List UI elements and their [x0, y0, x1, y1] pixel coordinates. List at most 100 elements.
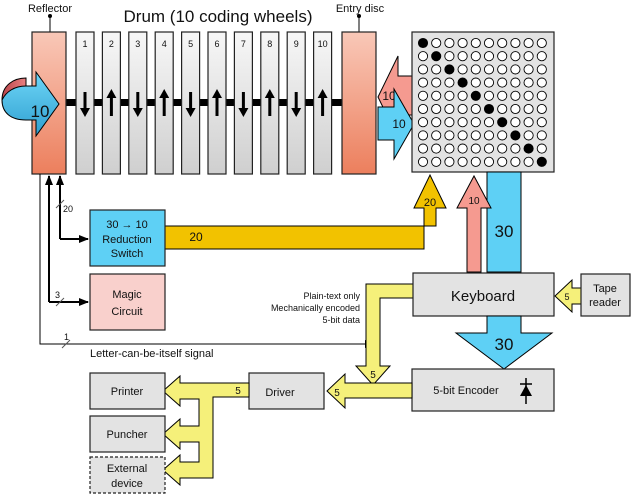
lamp [536, 143, 547, 154]
drum-title: Drum (10 coding wheels) [124, 7, 313, 26]
lamp [444, 143, 455, 154]
lamp [483, 130, 495, 141]
coding-wheel: 3 [128, 31, 148, 175]
lamp [444, 117, 455, 128]
lamp [536, 51, 547, 62]
tape-reader [580, 273, 631, 317]
lamp [536, 103, 547, 115]
lamp [431, 77, 442, 88]
lamp [497, 37, 508, 49]
external-device [89, 456, 166, 494]
lamp [417, 51, 429, 62]
entry-disc-pin-top [357, 14, 361, 18]
keyboard [412, 272, 555, 317]
reduction-switch-line1: 30 → 10 [106, 219, 148, 231]
lamp [497, 90, 508, 101]
tape-to-keyboard-width: 5 [564, 292, 569, 302]
lamp-lit [523, 143, 534, 154]
keyboard-to-encoder-width: 30 [495, 335, 514, 354]
bus-slash-20 [55, 199, 65, 209]
arrow-down-icon [238, 92, 249, 117]
tape-reader-line1: Tape [593, 283, 617, 295]
lamp [444, 103, 455, 115]
lamp [510, 77, 521, 88]
arrow-down-icon [80, 92, 90, 117]
lamp [431, 117, 442, 128]
lamp [483, 51, 495, 62]
reduction-out-width: 20 [189, 230, 203, 244]
keyboard-label: Keyboard [451, 288, 515, 305]
lamp [470, 77, 481, 88]
lamp [483, 117, 495, 128]
lamp [444, 51, 455, 62]
coding-wheel: 8 [260, 31, 280, 175]
reflector-loop-width: 10 [31, 102, 50, 121]
lamp [457, 103, 468, 115]
coding-wheel: 9 [286, 31, 306, 175]
entry-out-arrow [377, 87, 415, 161]
arrow-down-icon [185, 92, 196, 117]
wheel-number: 10 [318, 39, 328, 49]
wheel-number: 5 [188, 39, 193, 49]
lamp-lit [457, 77, 468, 88]
wheel-number: 1 [82, 39, 87, 49]
lamp [457, 90, 468, 101]
diode-icon [520, 378, 532, 404]
entry-out-width: 10 [392, 117, 406, 131]
arrow-down-icon [291, 92, 302, 117]
lamp [523, 103, 534, 115]
magic-circuit-line1: Magic [112, 289, 142, 301]
lamp [523, 77, 534, 88]
lamp [497, 156, 508, 167]
reflector-label: Reflector [28, 3, 72, 15]
lamp [457, 51, 468, 62]
lamp [444, 90, 455, 101]
lamp [536, 117, 547, 128]
lamp [431, 103, 442, 115]
lamp-lit [510, 130, 521, 141]
lamp [483, 37, 495, 49]
reduction-bus-width: 20 [63, 204, 73, 214]
entry-disc [341, 31, 377, 175]
encoder-to-driver-width: 5 [334, 388, 340, 399]
tape-reader-line2: reader [589, 297, 621, 309]
lamp [417, 77, 429, 88]
lamp [536, 130, 547, 141]
lamp [431, 64, 442, 75]
entry-disc-label: Entry disc [336, 3, 385, 15]
lamp [497, 64, 508, 75]
magic-bus-width: 3 [55, 290, 60, 300]
reduction-switch [89, 209, 166, 267]
lamp [510, 117, 521, 128]
lamp [470, 37, 481, 49]
lamp [483, 156, 495, 167]
lamp [417, 90, 429, 101]
arrow-up-icon [264, 89, 275, 116]
lamp-lit [497, 117, 508, 128]
lamp [483, 77, 495, 88]
lamp [510, 64, 521, 75]
lamp [444, 156, 455, 167]
plaintext-note-line2: Mechanically encoded [271, 303, 360, 313]
coding-wheel: 6 [207, 31, 227, 175]
coding-wheel: 5 [181, 31, 201, 175]
lamp [470, 130, 481, 141]
lamp [470, 156, 481, 167]
lamp [431, 90, 442, 101]
bus-slash-1 [61, 339, 71, 349]
lamp [483, 143, 495, 154]
lamp [417, 143, 429, 154]
reduction-to-grid-width: 20 [424, 197, 436, 209]
lamp [444, 130, 455, 141]
wheel-number: 4 [162, 39, 167, 49]
lamp [457, 130, 468, 141]
coding-wheel: 10 [313, 31, 333, 175]
lamp [510, 90, 521, 101]
lamp [470, 117, 481, 128]
wheel-number: 7 [241, 39, 246, 49]
printer-label: Printer [111, 386, 144, 398]
driver-out-width: 5 [235, 386, 241, 397]
wheel-number: 2 [109, 39, 114, 49]
plaintext-width: 5 [370, 370, 376, 381]
